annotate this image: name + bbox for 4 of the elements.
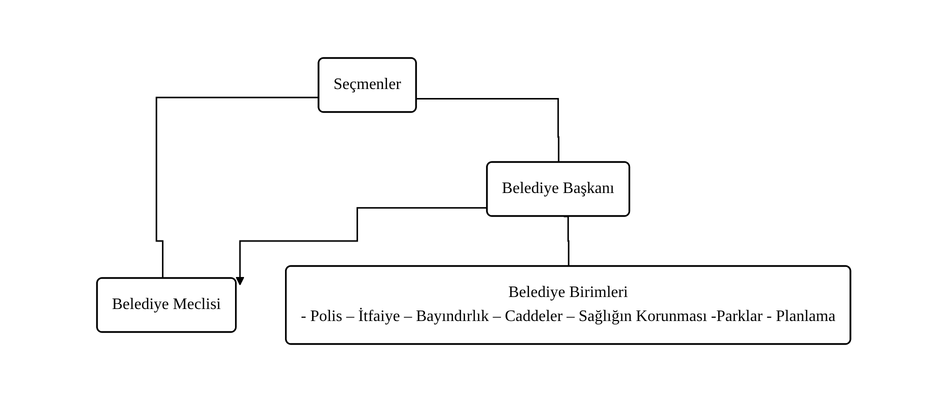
connector (416, 98, 560, 162)
connector (156, 96, 320, 278)
arrow (236, 206, 488, 285)
connector (564, 215, 570, 266)
